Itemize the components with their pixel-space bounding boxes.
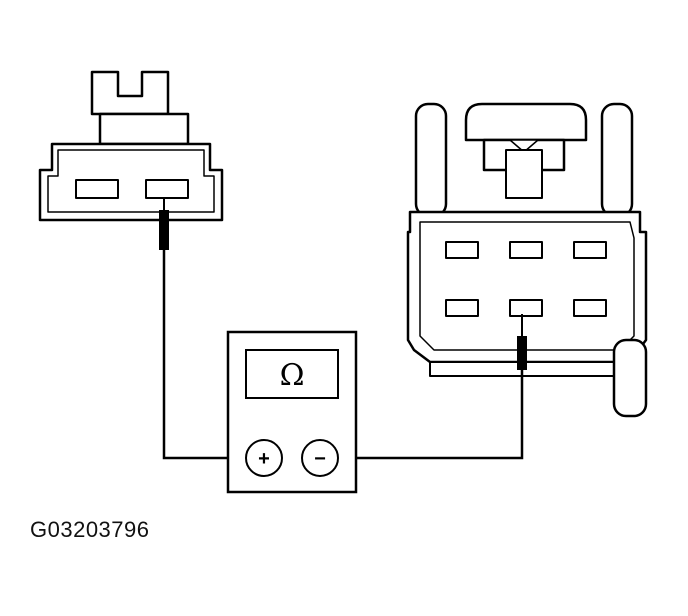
positive-lead-wire xyxy=(162,250,246,460)
test-leads xyxy=(162,250,524,460)
latch-lever xyxy=(505,149,543,199)
negative-probe xyxy=(517,314,527,370)
pin-cavity-a3 xyxy=(573,241,607,259)
meter-display xyxy=(245,349,339,399)
connector-housing xyxy=(38,142,224,222)
connector-neck xyxy=(98,112,190,146)
positive-probe-tip xyxy=(159,210,169,250)
pin-cavity-a2 xyxy=(509,241,543,259)
figure-id-label: G03203796 xyxy=(30,517,150,542)
pin-cavity-1 xyxy=(75,179,119,199)
positive-probe xyxy=(159,198,169,250)
positive-jack[interactable] xyxy=(245,439,283,477)
negative-lead-wire xyxy=(340,370,524,460)
positive-jack-label: + xyxy=(258,448,270,470)
connector-right-ear xyxy=(600,102,634,218)
pin-cavity-a1 xyxy=(445,241,479,259)
connector-left-ear xyxy=(414,102,448,218)
ohm-symbol: Ω xyxy=(280,358,305,393)
two-pin-connector xyxy=(38,70,224,222)
connector-inner-edge xyxy=(47,149,215,213)
pin-cavity-b2 xyxy=(509,299,543,317)
negative-probe-tip xyxy=(517,336,527,370)
connector-top-latch xyxy=(464,102,588,142)
negative-jack[interactable] xyxy=(301,439,339,477)
negative-jack-label: − xyxy=(314,448,326,470)
ohmmeter: Ω + − xyxy=(226,330,358,494)
connector-side-tab xyxy=(612,338,648,418)
pin-cavity-2 xyxy=(145,179,189,199)
six-pin-connector xyxy=(406,102,648,418)
pin-cavity-b1 xyxy=(445,299,479,317)
connector-latch xyxy=(90,70,170,116)
pin-cavity-b3 xyxy=(573,299,607,317)
